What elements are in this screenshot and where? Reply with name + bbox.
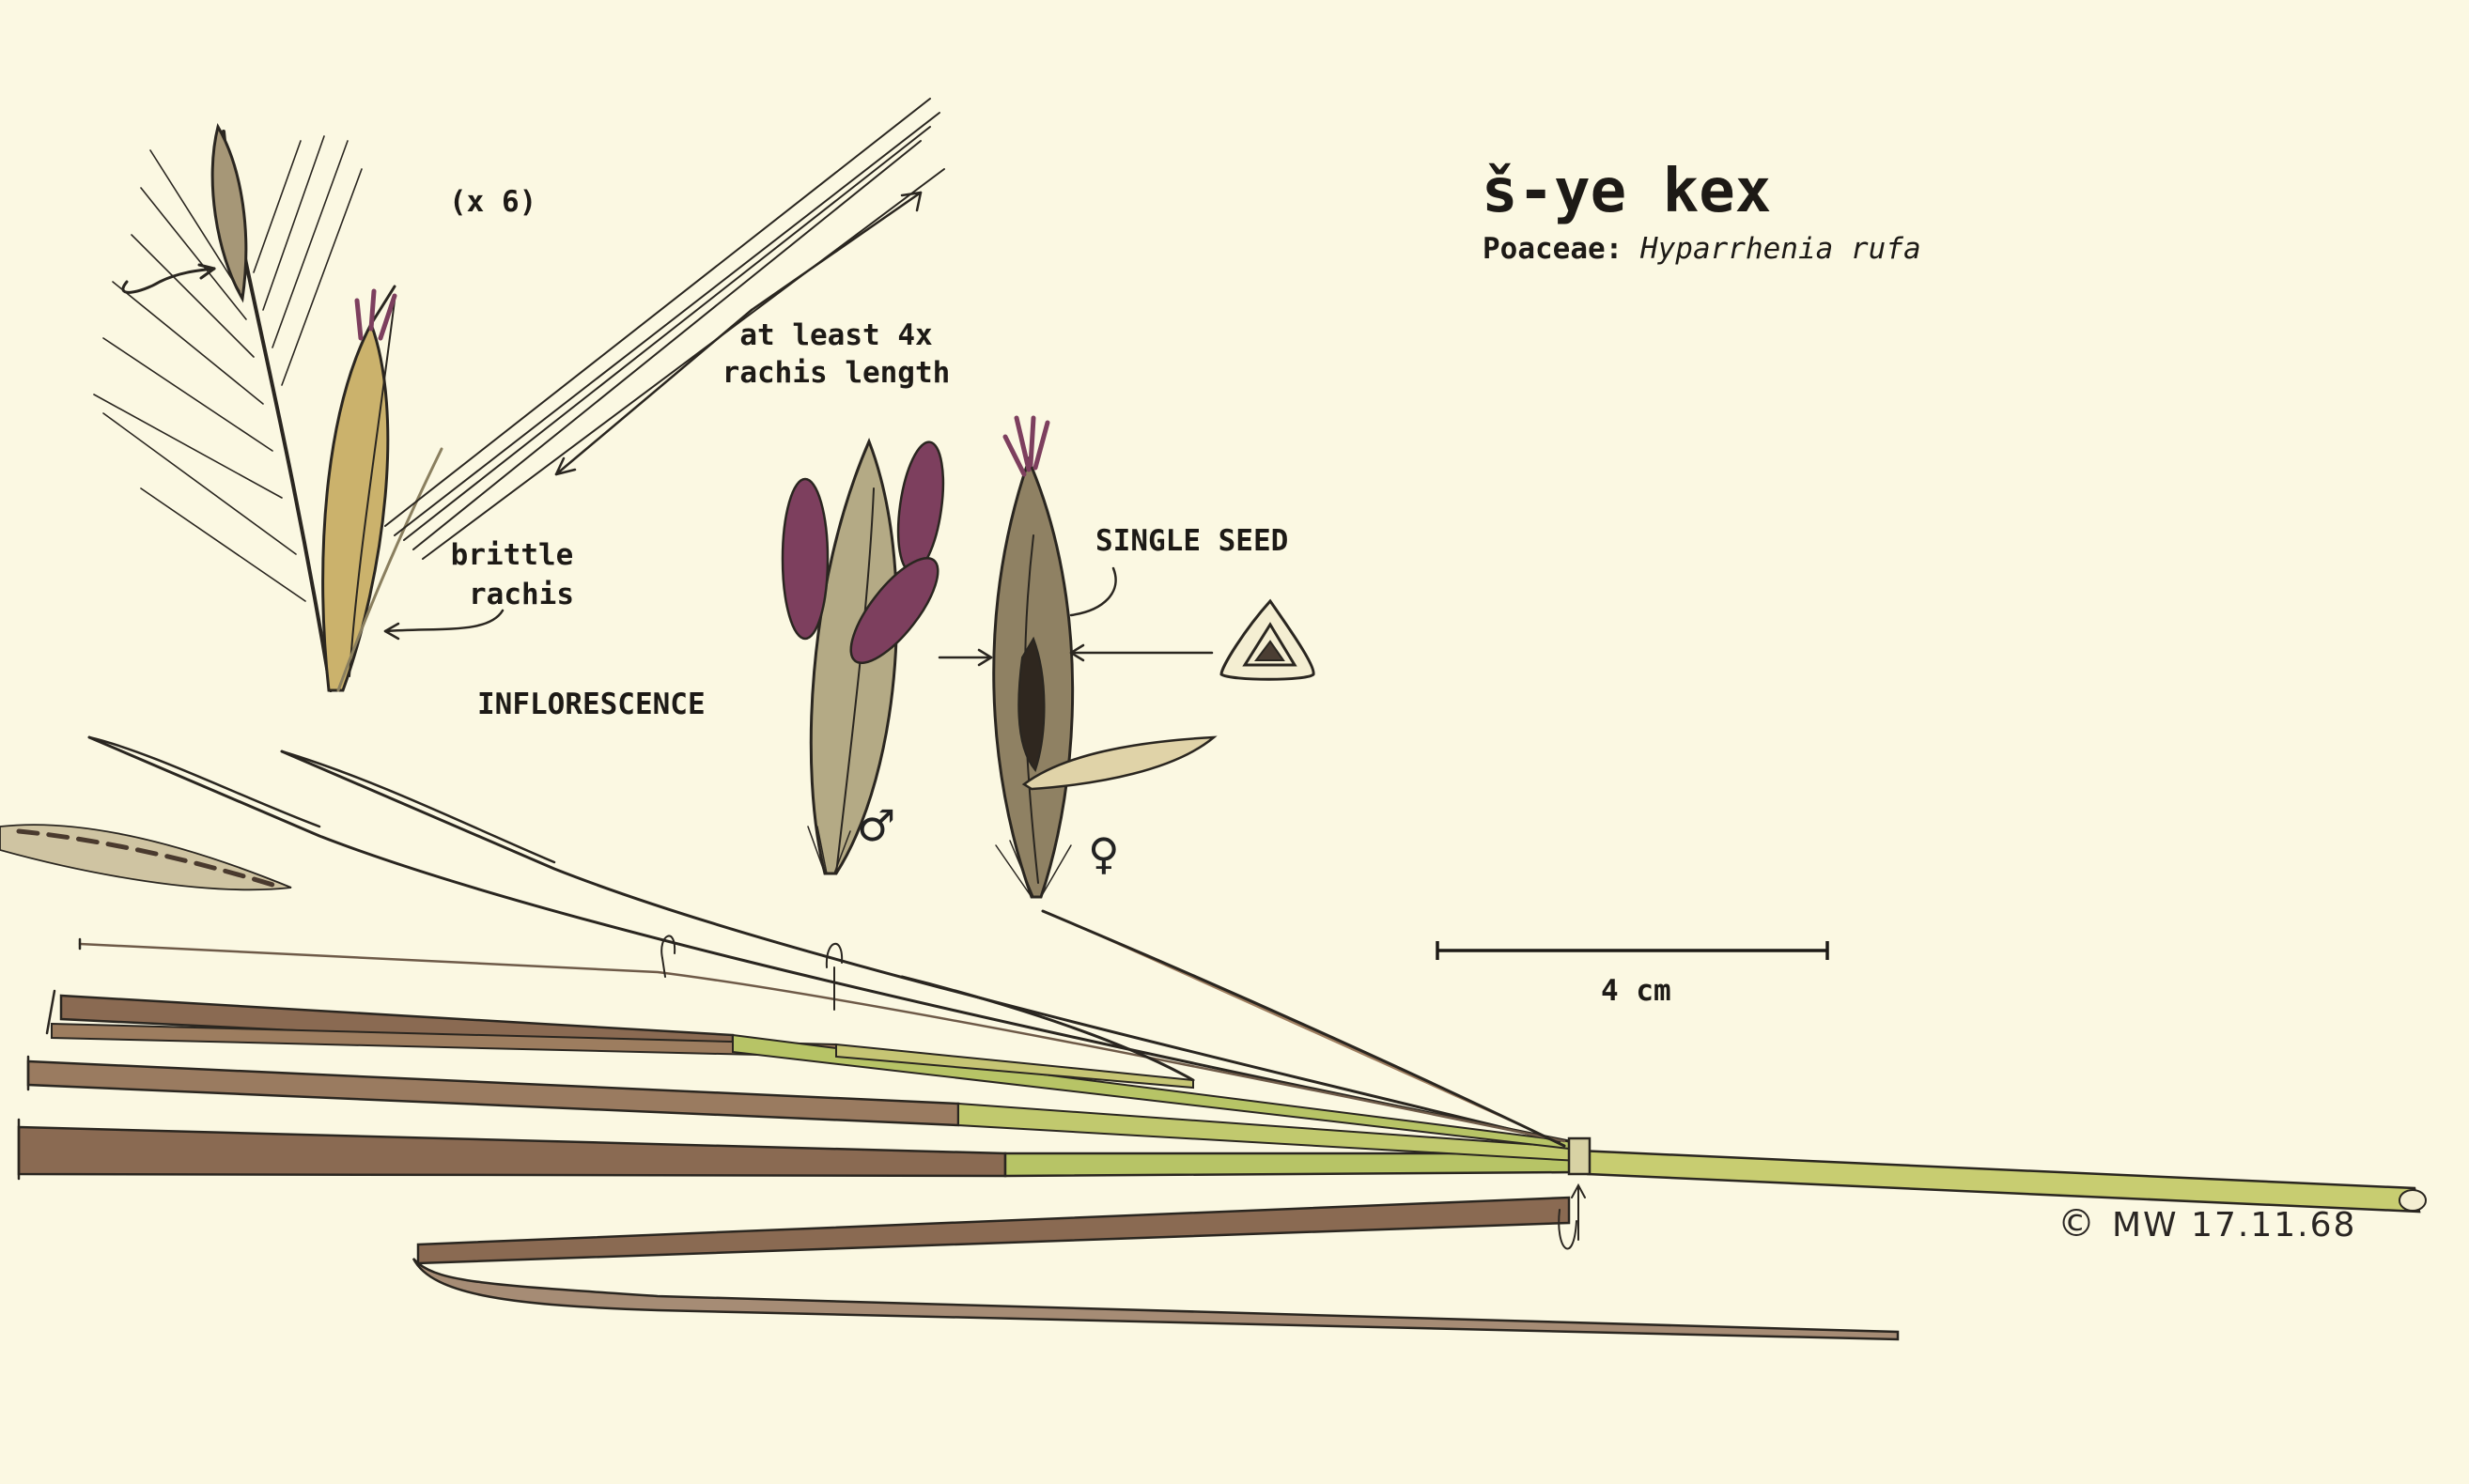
magnification-label: (x 6): [449, 185, 537, 219]
stem-and-leaves-illustration: [0, 735, 2427, 1341]
single-seed-label: SINGLE SEED: [1095, 524, 1289, 558]
brittle-rachis-line-1: brittle: [450, 538, 574, 572]
inflorescence-illustration: [93, 98, 945, 692]
species-name: Hyparrhenia rufa: [1639, 232, 1921, 266]
taxonomy-line: Poaceae: Hyparrhenia rufa: [1483, 230, 1921, 268]
scale-bar: [1436, 941, 1829, 960]
awn-note-line-1: at least 4x: [739, 318, 933, 352]
copyright-symbol: ©: [2058, 1202, 2097, 1245]
common-name-title: š-ye kex: [1482, 157, 1772, 226]
scale-label: 4 cm: [1601, 974, 1671, 1008]
signature-text: MW 17.11.68: [2112, 1206, 2357, 1244]
brittle-rachis-line-2: rachis: [469, 578, 574, 611]
inflorescence-label: INFLORESCENCE: [477, 688, 706, 721]
female-symbol: ♀: [1088, 828, 1120, 879]
family-name: Poaceae:: [1483, 232, 1623, 266]
awn-note-line-2: rachis length: [722, 356, 951, 390]
female-spikelet-illustration: [938, 415, 1315, 899]
male-symbol: ♂: [857, 800, 896, 851]
artist-signature: © MW 17.11.68: [2058, 1202, 2356, 1245]
male-spikelet-illustration: [781, 438, 945, 875]
